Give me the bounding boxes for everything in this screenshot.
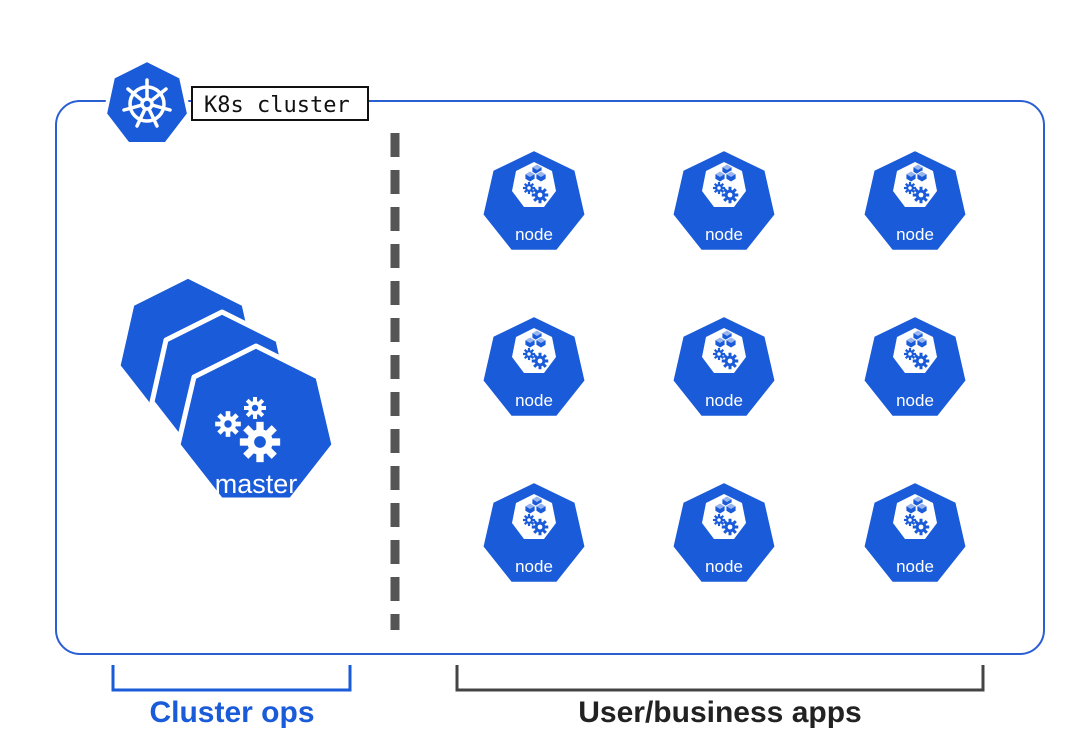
node-icon-3: node xyxy=(860,147,970,254)
node-label: node xyxy=(705,391,743,410)
cluster-label-box xyxy=(191,86,369,121)
cluster-ops-label: Cluster ops xyxy=(149,696,314,729)
node-icon-1: node xyxy=(479,147,589,254)
node-icon-7: node xyxy=(479,479,589,586)
node-label: node xyxy=(515,557,553,576)
node-label: node xyxy=(705,557,743,576)
master-stack: master xyxy=(115,273,337,503)
node-label: node xyxy=(515,391,553,410)
node-label: node xyxy=(705,225,743,244)
cluster-label: K8s cluster xyxy=(204,93,350,118)
master-front-icon: master xyxy=(175,343,337,503)
node-icon-8: node xyxy=(669,479,779,586)
node-label: node xyxy=(896,391,934,410)
helm-wheel-icon xyxy=(103,58,191,146)
user-apps-label: User/business apps xyxy=(578,696,861,729)
node-icon-6: node xyxy=(860,313,970,420)
node-label: node xyxy=(896,225,934,244)
node-icon-4: node xyxy=(479,313,589,420)
node-label: node xyxy=(896,557,934,576)
cluster-border xyxy=(55,100,1045,655)
node-icon-2: node xyxy=(669,147,779,254)
node-label: node xyxy=(515,225,553,244)
node-grid: node node node node node node node node node xyxy=(479,147,970,586)
user-apps-bracket xyxy=(455,665,985,692)
cluster-ops-bracket xyxy=(111,665,352,692)
master-label: master xyxy=(215,469,298,499)
node-icon-9: node xyxy=(860,479,970,586)
node-icon-5: node xyxy=(669,313,779,420)
